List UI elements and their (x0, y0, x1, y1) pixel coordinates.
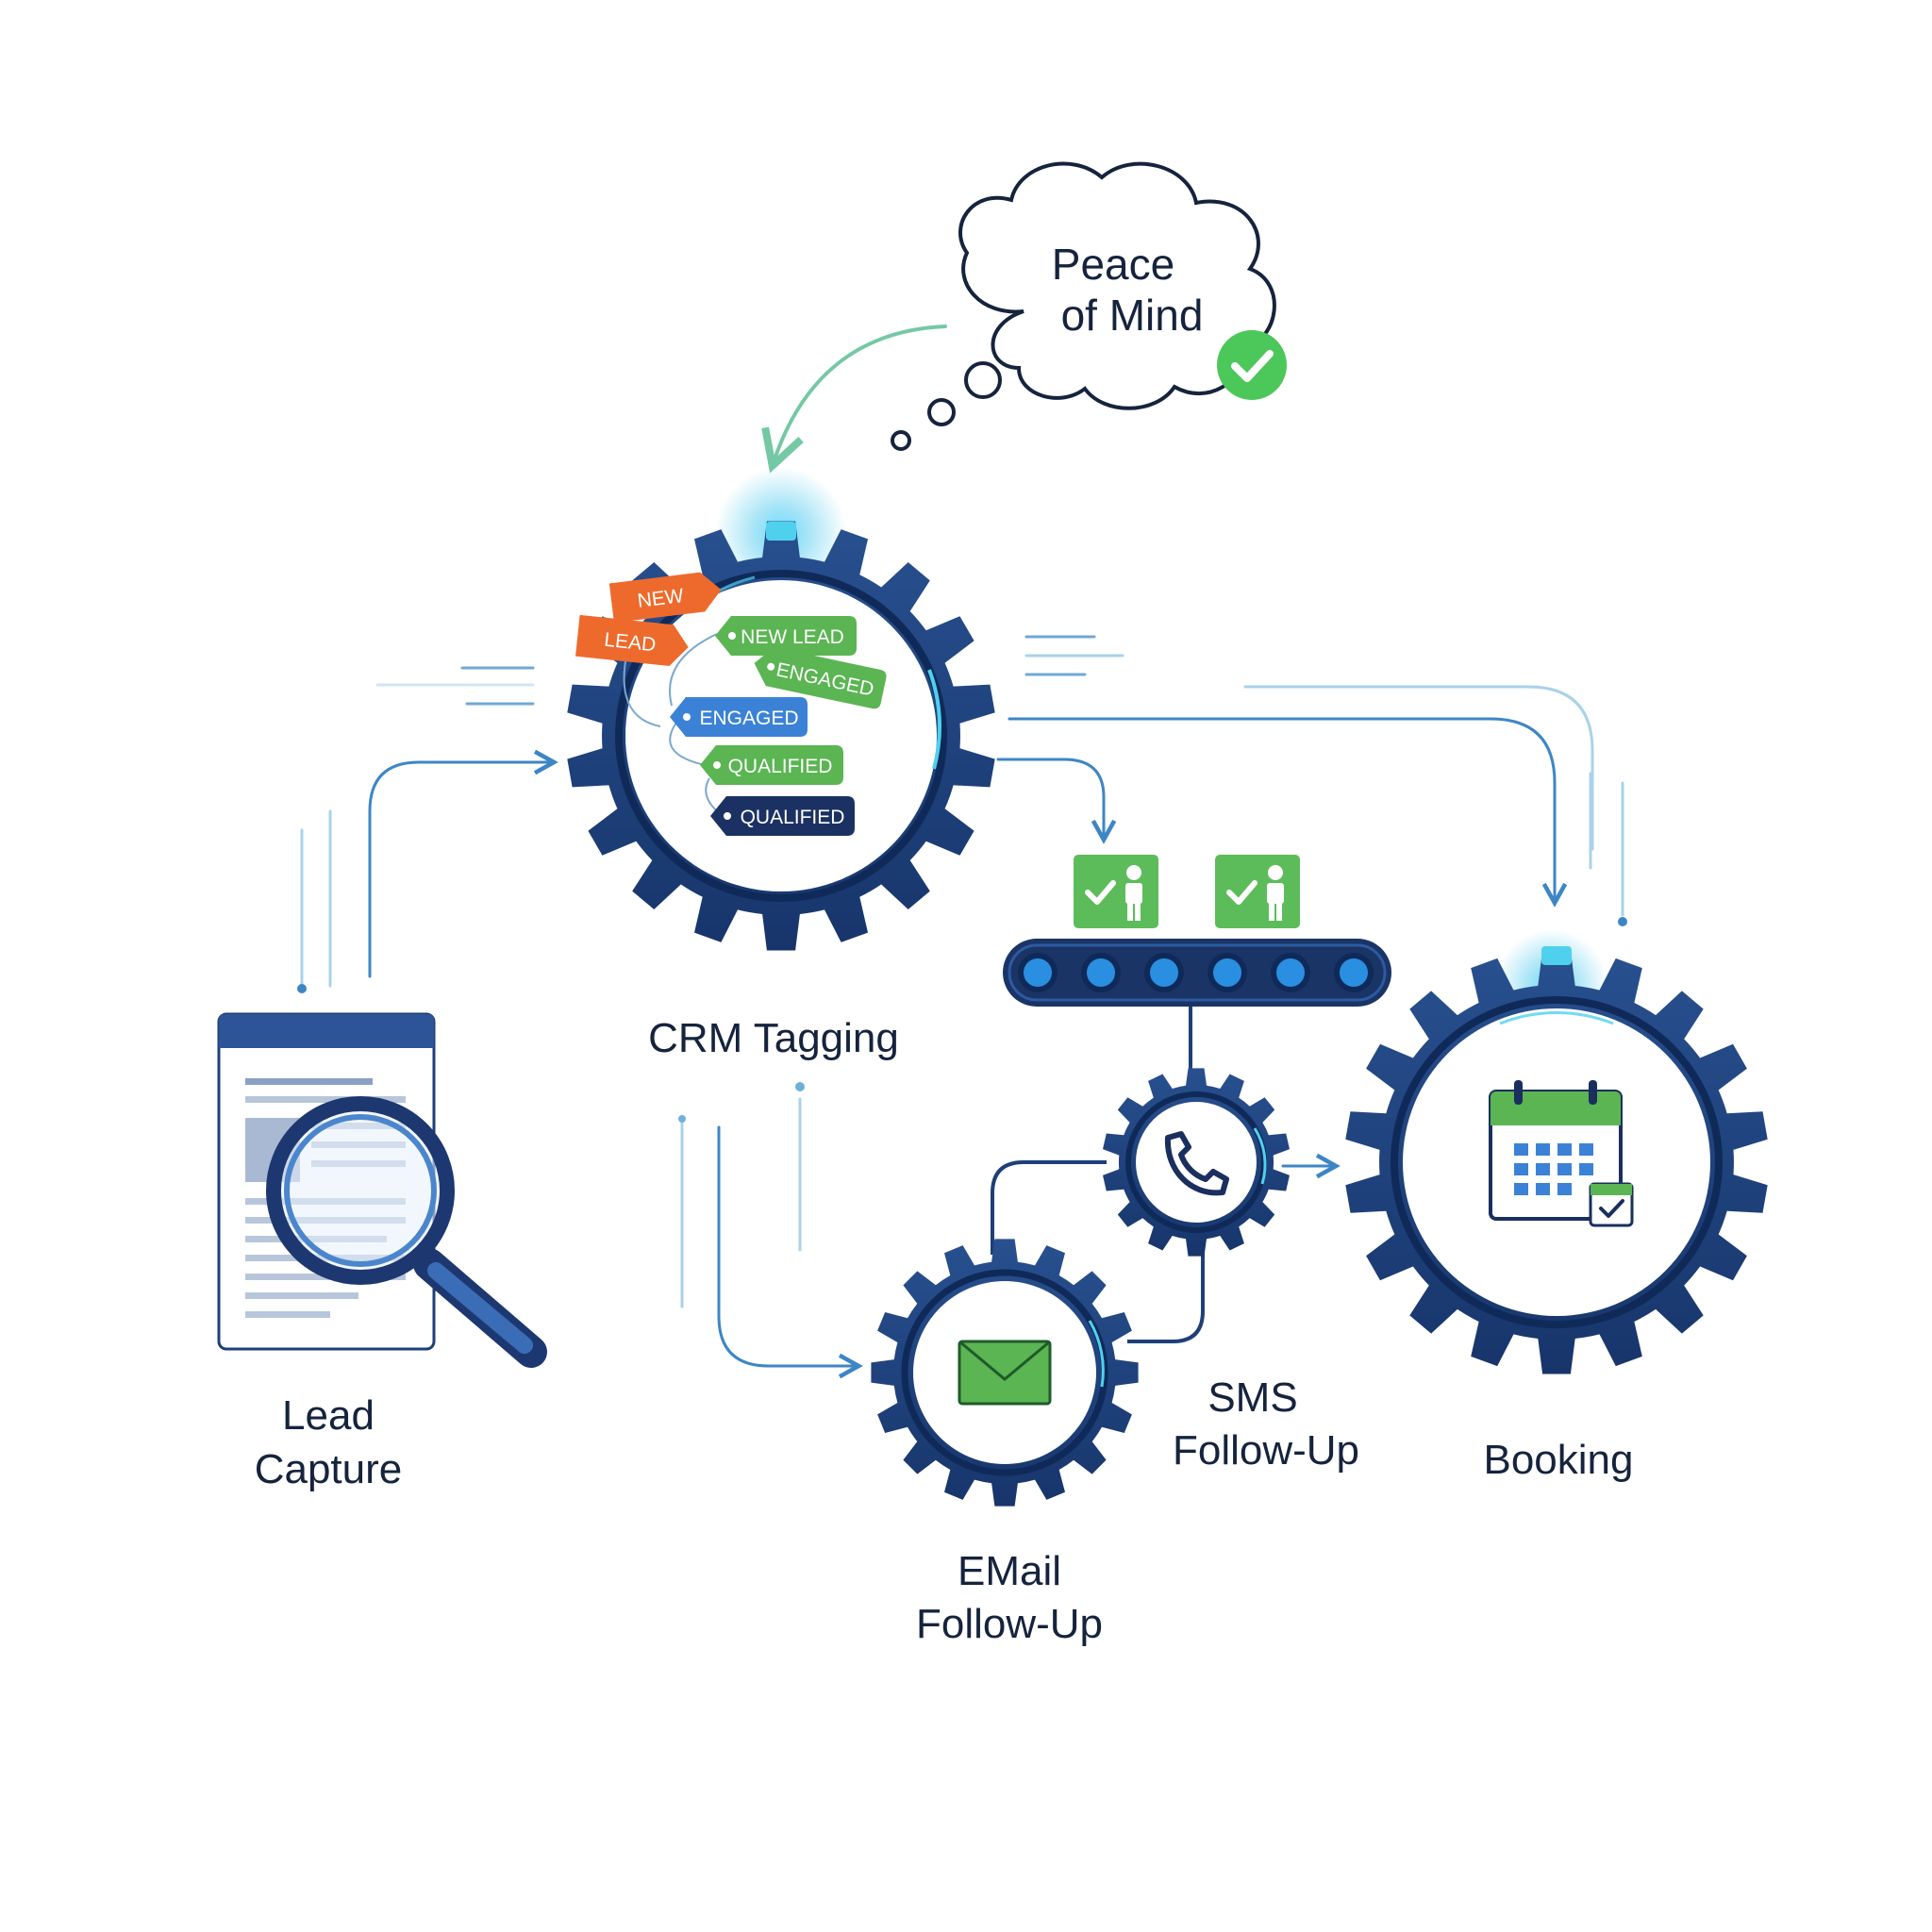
arrow-peace-of-mind-to-crm (774, 325, 947, 462)
cloud-line-1: Peace (1052, 240, 1174, 289)
approved-person-icon (1074, 855, 1158, 928)
label-email-line1: EMail (958, 1548, 1061, 1594)
stage-labels: Lead Capture CRM Tagging EMail Follow-Up… (255, 1015, 1634, 1647)
peace-of-mind-cloud: Peace of Mind (891, 161, 1287, 451)
label-lead-capture-line1: Lead (282, 1392, 375, 1439)
label-crm-tagging: CRM Tagging (648, 1015, 899, 1061)
email-followup-gear (871, 1239, 1139, 1507)
approved-person-icon (1215, 855, 1300, 928)
background-motion-lines (297, 635, 1627, 1308)
arrow-crm-to-conveyor (996, 758, 1104, 838)
arrow-capture-to-crm (368, 762, 552, 978)
tag-engaged-blue: ENGAGED (670, 697, 808, 737)
magnifier-icon (266, 1096, 547, 1368)
calendar-icon (1489, 1080, 1634, 1227)
tag-qualified-navy: QUALIFIED (710, 796, 855, 836)
label-booking: Booking (1483, 1437, 1633, 1483)
label-sms-line2: Follow-Up (1173, 1427, 1359, 1474)
flow-arrows (368, 325, 1594, 1366)
tag-new-lead-green: NEW LEAD (715, 616, 857, 656)
connector-wires (991, 1007, 1205, 1343)
arrow-crm-to-booking-echo (1243, 685, 1594, 851)
cloud-line-2: of Mind (1061, 291, 1204, 340)
label-email-line2: Follow-Up (916, 1601, 1103, 1647)
check-icon (1217, 330, 1287, 400)
booking-gear (1345, 929, 1768, 1374)
arrow-return-to-email (717, 1125, 857, 1366)
envelope-icon (958, 1340, 1052, 1406)
svg-text:QUALIFIED: QUALIFIED (741, 807, 845, 828)
svg-text:QUALIFIED: QUALIFIED (728, 756, 833, 777)
tag-qualified-green: QUALIFIED (700, 745, 843, 785)
sms-followup-gear (1103, 1068, 1290, 1257)
tag-new-orange: NEW (608, 572, 722, 624)
svg-text:LEAD: LEAD (603, 629, 657, 657)
svg-text:ENGAGED: ENGAGED (699, 708, 798, 729)
tag-lead-orange: LEAD (575, 614, 689, 667)
phone-icon (1164, 1131, 1229, 1196)
conveyor-belt (1003, 939, 1391, 1007)
label-sms-line1: SMS (1208, 1374, 1297, 1421)
thought-cloud-shape (958, 161, 1276, 410)
label-lead-capture-line2: Capture (255, 1446, 403, 1492)
svg-text:NEW LEAD: NEW LEAD (741, 626, 844, 648)
arrow-crm-to-booking (1008, 717, 1555, 901)
